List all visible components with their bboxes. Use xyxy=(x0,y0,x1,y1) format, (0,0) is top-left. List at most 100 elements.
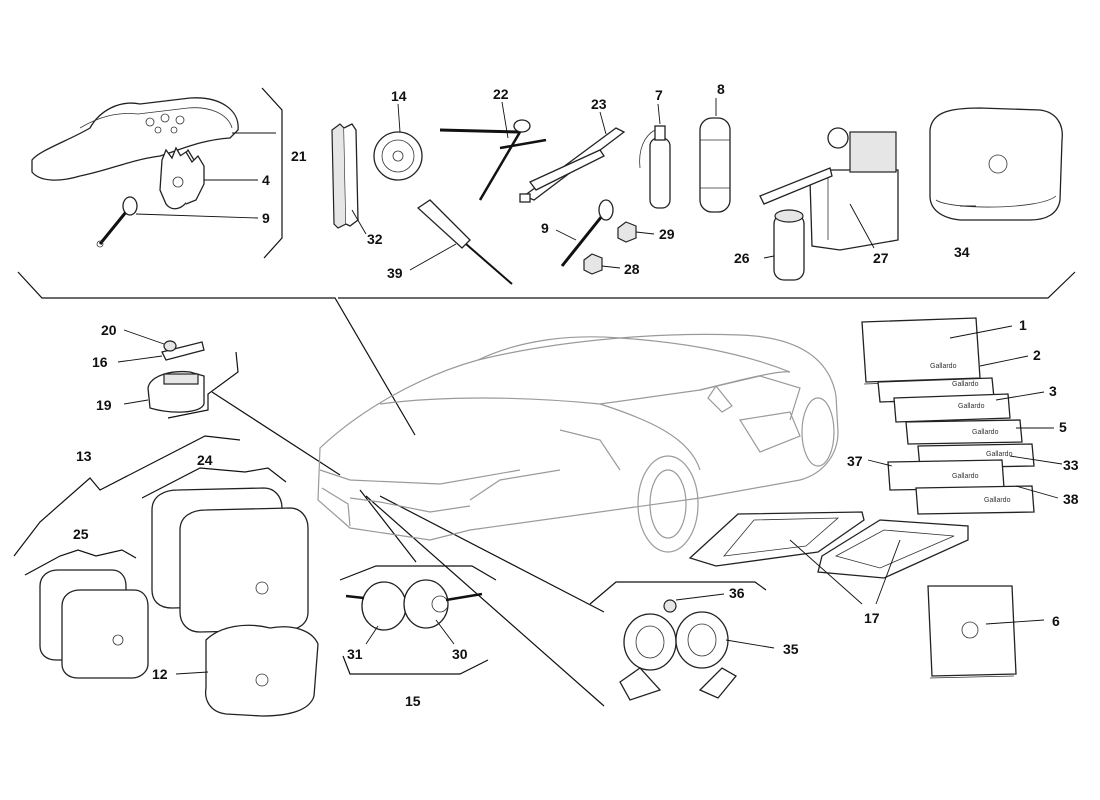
callout-13: 13 xyxy=(76,448,92,464)
svg-text:9: 9 xyxy=(262,210,270,226)
svg-text:28: 28 xyxy=(624,261,640,277)
luggage-24-part xyxy=(151,487,309,633)
svg-text:20: 20 xyxy=(101,322,117,338)
callout-26: 26 xyxy=(734,250,750,266)
svg-text:21: 21 xyxy=(291,148,307,164)
svg-text:Gallardo: Gallardo xyxy=(952,381,979,388)
book-label-b6: Gallardo xyxy=(952,473,979,480)
compressor-part xyxy=(759,127,899,251)
svg-text:Gallardo: Gallardo xyxy=(952,473,979,480)
svg-text:27: 27 xyxy=(873,250,889,266)
horns-left-part xyxy=(345,579,483,645)
svg-text:22: 22 xyxy=(493,86,509,102)
callout-28: 28 xyxy=(624,261,640,277)
callout-23: 23 xyxy=(591,96,607,112)
callout-8: 8 xyxy=(717,81,725,97)
callout-9a: 9 xyxy=(262,210,270,226)
callout-20: 20 xyxy=(101,322,117,338)
callout-2: 2 xyxy=(1033,347,1041,363)
manual-38-part xyxy=(915,485,1059,515)
svg-text:24: 24 xyxy=(197,452,213,468)
callout-6: 6 xyxy=(1052,613,1060,629)
jack-handle-part xyxy=(439,101,547,201)
callout-15: 15 xyxy=(405,693,421,709)
svg-text:1: 1 xyxy=(1019,317,1027,333)
svg-text:35: 35 xyxy=(783,641,799,657)
svg-text:32: 32 xyxy=(367,231,383,247)
wrench-left-part xyxy=(96,196,259,248)
svg-text:37: 37 xyxy=(847,453,863,469)
screwdriver-part xyxy=(409,199,513,285)
manual-3-part xyxy=(893,391,1045,423)
svg-text:17: 17 xyxy=(864,610,880,626)
svg-text:14: 14 xyxy=(391,88,407,104)
svg-text:Gallardo: Gallardo xyxy=(972,429,999,436)
callout-25: 25 xyxy=(73,526,89,542)
callout-30: 30 xyxy=(452,646,468,662)
manual-5-part xyxy=(905,419,1054,445)
book-label-b5: Gallardo xyxy=(986,451,1013,458)
wiper-blade-part xyxy=(331,123,367,235)
svg-text:4: 4 xyxy=(262,172,270,188)
car-outline xyxy=(317,333,839,553)
callout-16: 16 xyxy=(92,354,108,370)
tool-bag-part xyxy=(31,97,276,181)
canister-part xyxy=(763,209,805,281)
callout-17: 17 xyxy=(864,610,880,626)
svg-text:Gallardo: Gallardo xyxy=(958,403,985,410)
callout-34: 34 xyxy=(954,244,970,260)
bracket-part xyxy=(117,329,205,363)
nut-29-part xyxy=(617,221,655,243)
callout-38: 38 xyxy=(1063,491,1079,507)
svg-text:13: 13 xyxy=(76,448,92,464)
svg-text:Gallardo: Gallardo xyxy=(930,363,957,370)
callout-24: 24 xyxy=(197,452,213,468)
floor-mats-part xyxy=(688,511,969,605)
svg-text:9: 9 xyxy=(541,220,549,236)
svg-text:25: 25 xyxy=(73,526,89,542)
bag-12-part xyxy=(175,624,319,717)
spray-bottle-part xyxy=(639,103,671,209)
callout-32: 32 xyxy=(367,231,383,247)
cd-part xyxy=(373,103,423,181)
module-part xyxy=(123,370,205,413)
gloves-part xyxy=(159,146,258,210)
svg-text:23: 23 xyxy=(591,96,607,112)
svg-text:5: 5 xyxy=(1059,419,1067,435)
svg-text:Gallardo: Gallardo xyxy=(984,497,1011,504)
callout-29: 29 xyxy=(659,226,675,242)
book-label-b7: Gallardo xyxy=(984,497,1011,504)
manual-37-part xyxy=(867,459,1005,491)
callout-33: 33 xyxy=(1063,457,1079,473)
frame-lines xyxy=(13,87,1076,707)
callout-22: 22 xyxy=(493,86,509,102)
callout-35: 35 xyxy=(783,641,799,657)
svg-text:36: 36 xyxy=(729,585,745,601)
callout-12: 12 xyxy=(152,666,168,682)
svg-text:31: 31 xyxy=(347,646,363,662)
luggage-25-part xyxy=(39,569,149,679)
book-6-part xyxy=(927,585,1045,679)
callout-37: 37 xyxy=(847,453,863,469)
callout-3: 3 xyxy=(1049,383,1057,399)
svg-text:34: 34 xyxy=(954,244,970,260)
callout-9b: 9 xyxy=(541,220,549,236)
book-label-b1: Gallardo xyxy=(930,363,957,370)
svg-text:7: 7 xyxy=(655,87,663,103)
callout-5: 5 xyxy=(1059,419,1067,435)
svg-text:2: 2 xyxy=(1033,347,1041,363)
svg-text:6: 6 xyxy=(1052,613,1060,629)
book-label-b4: Gallardo xyxy=(972,429,999,436)
svg-text:8: 8 xyxy=(717,81,725,97)
svg-text:19: 19 xyxy=(96,397,112,413)
callout-31: 31 xyxy=(347,646,363,662)
svg-text:39: 39 xyxy=(387,265,403,281)
svg-text:29: 29 xyxy=(659,226,675,242)
svg-text:26: 26 xyxy=(734,250,750,266)
callout-19: 19 xyxy=(96,397,112,413)
svg-text:30: 30 xyxy=(452,646,468,662)
callout-4: 4 xyxy=(262,172,270,188)
svg-text:3: 3 xyxy=(1049,383,1057,399)
svg-text:Gallardo: Gallardo xyxy=(986,451,1013,458)
